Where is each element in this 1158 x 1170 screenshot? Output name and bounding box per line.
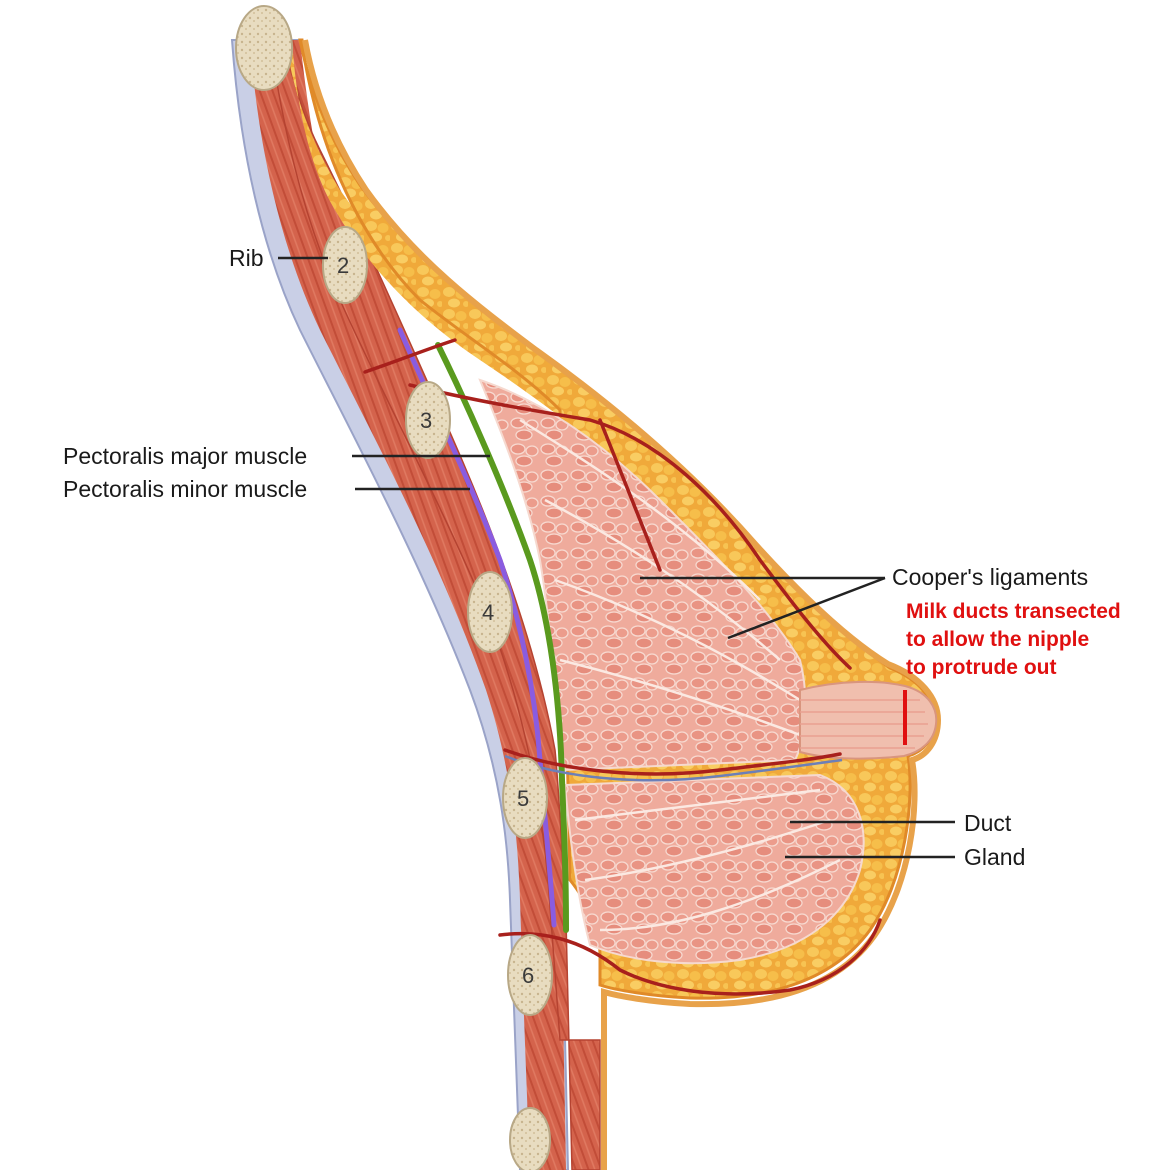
rib-label: Rib — [229, 245, 264, 271]
rib-bones — [322, 226, 553, 1170]
rib-5 — [502, 757, 548, 839]
rib-6 — [507, 934, 553, 1016]
rib-2 — [322, 226, 368, 304]
rib-3 — [405, 381, 451, 459]
coopers-leader-line-b — [727, 576, 886, 640]
coopers-ligaments-label: Cooper's ligaments — [892, 564, 1089, 590]
rib-number-4: 4 — [482, 600, 495, 625]
leader-lines — [278, 256, 955, 859]
duct-label: Duct — [964, 810, 1012, 836]
blood-vessels — [363, 338, 882, 996]
transection-annotation: Milk ducts transected to allow the nippl… — [906, 598, 1121, 682]
pectoralis-minor-label: Pectoralis minor muscle — [63, 476, 308, 502]
rib-number-3: 3 — [420, 408, 433, 433]
gland-label: Gland — [964, 844, 1026, 870]
nipple — [799, 680, 938, 760]
rib-7 — [509, 1107, 551, 1170]
intercostal-muscle — [250, 40, 566, 1170]
annotation-line-3: to protrude out — [906, 656, 1057, 679]
rib-number-5: 5 — [517, 786, 530, 811]
annotation-line-1: Milk ducts transected — [906, 600, 1121, 623]
gland-tissue-lower — [563, 773, 865, 965]
rib-number-2: 2 — [337, 253, 350, 278]
pectoralis-major-muscle — [269, 39, 601, 1170]
annotation-line-2: to allow the nipple — [906, 628, 1090, 651]
pectoralis-major-label: Pectoralis major muscle — [63, 443, 308, 469]
pectoralis-major-fascia — [435, 342, 569, 933]
clavicle-bone — [235, 5, 293, 91]
rib-4 — [467, 571, 513, 653]
rib-number-6: 6 — [522, 963, 535, 988]
blue-vein — [504, 754, 843, 782]
